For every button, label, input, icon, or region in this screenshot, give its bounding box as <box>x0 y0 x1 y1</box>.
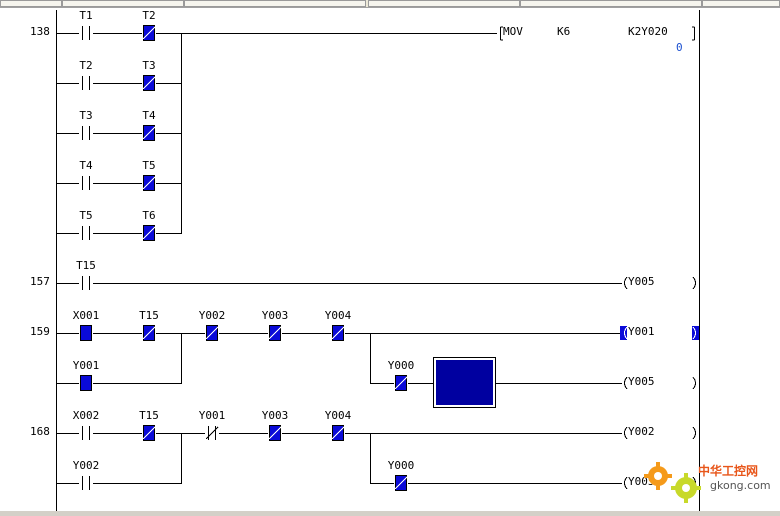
contact-no[interactable]: T1 <box>79 9 93 41</box>
contact-label: Y004 <box>325 309 352 322</box>
contact-label: Y001 <box>199 409 226 422</box>
contact-nc[interactable]: Y001 <box>199 409 226 441</box>
output-coil[interactable]: Y002 <box>624 425 696 440</box>
contact-label: T6 <box>142 209 155 222</box>
output-coil[interactable]: Y005 <box>624 375 696 390</box>
contact-nc[interactable]: Y000 <box>388 459 415 491</box>
contact-label: T4 <box>79 159 93 172</box>
contact-nc[interactable]: Y000 <box>388 359 415 391</box>
contact-nc[interactable]: T15 <box>139 309 159 341</box>
toolbar-segment[interactable] <box>184 0 366 7</box>
step-number: 138 <box>30 25 50 38</box>
contact-no[interactable]: T4 <box>79 159 93 191</box>
contact-label: T2 <box>79 59 92 72</box>
toolbar-segment[interactable] <box>520 0 702 7</box>
step-number: 159 <box>30 325 50 338</box>
mov-instruction[interactable]: MOV K6 K2Y020 0 <box>500 25 695 54</box>
contact-nc[interactable]: T3 <box>142 59 156 91</box>
contact-label: T5 <box>79 209 92 222</box>
coil-label: Y005 <box>628 275 655 288</box>
toolbar-segment[interactable] <box>368 0 520 7</box>
contact-label: T15 <box>76 259 96 272</box>
contact-no[interactable]: T3 <box>79 109 93 141</box>
watermark-logo: 中华工控网 gkong.com <box>644 462 771 503</box>
output-coil[interactable]: Y001 <box>620 325 699 340</box>
contact-nc[interactable]: Y004 <box>325 309 352 341</box>
contact-nc[interactable]: Y002 <box>199 309 226 341</box>
watermark-text: 中华工控网 <box>698 463 758 478</box>
contact-label: T5 <box>142 159 155 172</box>
contact-no[interactable]: Y001 <box>73 359 100 391</box>
contact-no[interactable]: X002 <box>73 409 100 441</box>
instruction-destination: K2Y020 <box>628 25 668 38</box>
instruction-op: MOV <box>503 25 523 38</box>
contact-label: T15 <box>139 309 159 322</box>
contact-label: T15 <box>139 409 159 422</box>
instruction-source: K6 <box>557 25 570 38</box>
step-numbers: 138 157 159 168 <box>30 25 50 438</box>
watermark-domain: gkong.com <box>710 479 771 492</box>
contact-nc[interactable]: T2 <box>142 9 156 41</box>
step-number: 168 <box>30 425 50 438</box>
cursor-box[interactable] <box>433 357 496 408</box>
contact-label: T3 <box>142 59 155 72</box>
contact-nc[interactable]: Y003 <box>262 309 289 341</box>
contact-label: Y000 <box>388 459 415 472</box>
contact-no[interactable]: T15 <box>76 259 96 291</box>
toolbar-strip <box>0 0 780 8</box>
contact-label: T2 <box>142 9 155 22</box>
contact-no[interactable]: T5 <box>79 209 93 241</box>
coil-label: Y001 <box>628 325 655 338</box>
contact-label: X002 <box>73 409 100 422</box>
contact-label: T4 <box>142 109 156 122</box>
coil-label: Y005 <box>628 375 655 388</box>
toolbar-segment[interactable] <box>0 0 62 7</box>
contact-nc[interactable]: T5 <box>142 159 156 191</box>
contact-no[interactable]: Y002 <box>73 459 100 491</box>
gear-icon <box>644 462 701 503</box>
instruction-current-value: 0 <box>676 41 683 54</box>
contact-label: Y003 <box>262 409 289 422</box>
coil-label: Y002 <box>628 425 655 438</box>
contact-label: Y003 <box>262 309 289 322</box>
step-number: 157 <box>30 275 50 288</box>
contact-label: T3 <box>79 109 92 122</box>
output-coil[interactable]: Y005 <box>624 275 696 290</box>
contact-nc[interactable]: Y003 <box>262 409 289 441</box>
contact-nc[interactable]: T6 <box>142 209 156 241</box>
contact-label: Y001 <box>73 359 100 372</box>
contact-label: Y002 <box>73 459 100 472</box>
contact-nc[interactable]: Y004 <box>325 409 352 441</box>
contact-label: X001 <box>73 309 100 322</box>
contact-label: Y002 <box>199 309 226 322</box>
contact-label: Y000 <box>388 359 415 372</box>
contact-nc[interactable]: T4 <box>142 109 156 141</box>
contact-no[interactable]: X001 <box>73 309 100 341</box>
contact-label: Y004 <box>325 409 352 422</box>
contact-no[interactable]: T2 <box>79 59 93 91</box>
status-strip <box>0 511 780 516</box>
coil-label: Y005 <box>628 475 655 488</box>
toolbar-segment[interactable] <box>62 0 184 7</box>
contact-label: T1 <box>79 9 92 22</box>
contact-nc[interactable]: T15 <box>139 409 159 441</box>
